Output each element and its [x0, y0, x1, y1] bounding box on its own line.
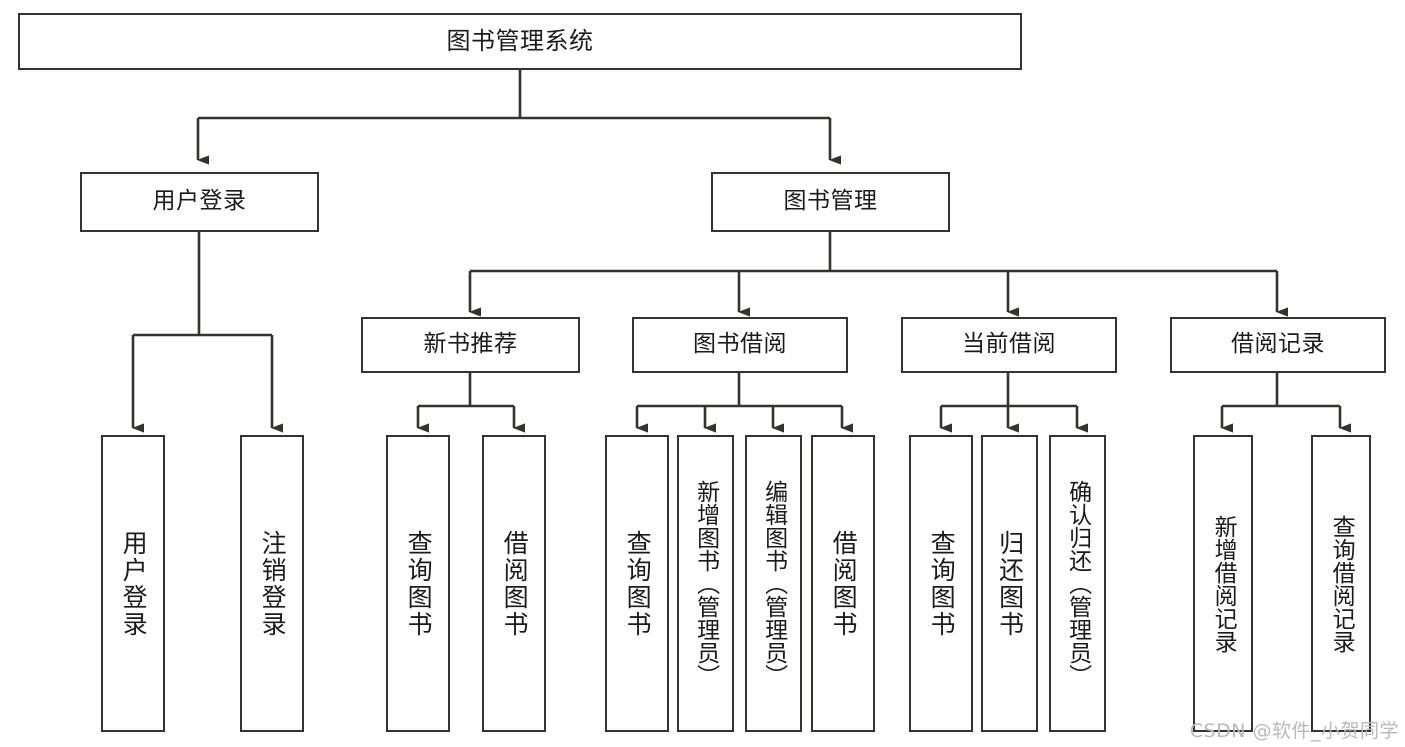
node-book-borrow-label: 图书借阅	[693, 331, 787, 358]
node-leaf-query-book-1-label: 查询图书	[404, 529, 434, 638]
node-leaf-borrow-book-2-label: 借阅图书	[829, 529, 859, 638]
node-leaf-add-record[interactable]: 新增借阅记录	[1193, 435, 1253, 732]
node-leaf-query-book-3[interactable]: 查询图书	[909, 435, 973, 732]
csdn-watermark: CSDN @软件_小贺同学	[1189, 720, 1399, 742]
node-current-borrow[interactable]: 当前借阅	[901, 317, 1117, 373]
node-leaf-user-logout-label: 注销登录	[258, 529, 288, 638]
node-leaf-query-record[interactable]: 查询借阅记录	[1311, 435, 1371, 732]
node-leaf-edit-book[interactable]: 编辑图书（管理员）	[745, 435, 802, 732]
node-leaf-edit-book-label: 编辑图书（管理员）	[760, 480, 787, 687]
node-leaf-user-login[interactable]: 用户登录	[101, 435, 165, 732]
node-current-borrow-label: 当前借阅	[962, 331, 1056, 358]
node-book-manage-label: 图书管理	[783, 188, 878, 215]
node-new-book-recommend-label: 新书推荐	[423, 331, 518, 358]
node-leaf-return-book-label: 归还图书	[995, 529, 1025, 638]
node-leaf-query-book-2[interactable]: 查询图书	[605, 435, 669, 732]
node-leaf-borrow-book-2[interactable]: 借阅图书	[811, 435, 875, 732]
node-leaf-user-login-label: 用户登录	[119, 529, 149, 638]
node-leaf-confirm-return-label: 确认归还（管理员）	[1064, 480, 1091, 687]
node-borrow-record-label: 借阅记录	[1231, 331, 1325, 358]
node-book-manage[interactable]: 图书管理	[711, 172, 950, 232]
node-leaf-borrow-book-1-label: 借阅图书	[500, 529, 530, 638]
node-borrow-record[interactable]: 借阅记录	[1170, 317, 1386, 373]
node-leaf-query-book-3-label: 查询图书	[927, 529, 957, 638]
node-leaf-query-record-label: 查询借阅记录	[1328, 514, 1355, 653]
node-leaf-add-book[interactable]: 新增图书（管理员）	[677, 435, 734, 732]
node-leaf-add-record-label: 新增借阅记录	[1210, 514, 1237, 653]
node-new-book-recommend[interactable]: 新书推荐	[361, 317, 580, 373]
node-leaf-query-book-1[interactable]: 查询图书	[386, 435, 450, 732]
node-root-label: 图书管理系统	[446, 27, 594, 56]
node-leaf-confirm-return[interactable]: 确认归还（管理员）	[1049, 435, 1106, 732]
node-root[interactable]: 图书管理系统	[18, 13, 1022, 70]
node-user-login[interactable]: 用户登录	[80, 172, 319, 232]
node-leaf-query-book-2-label: 查询图书	[623, 529, 653, 638]
node-leaf-add-book-label: 新增图书（管理员）	[692, 480, 719, 687]
node-book-borrow[interactable]: 图书借阅	[632, 317, 848, 373]
node-leaf-user-logout[interactable]: 注销登录	[240, 435, 304, 732]
node-leaf-borrow-book-1[interactable]: 借阅图书	[482, 435, 546, 732]
node-leaf-return-book[interactable]: 归还图书	[981, 435, 1038, 732]
node-user-login-label: 用户登录	[152, 188, 247, 215]
